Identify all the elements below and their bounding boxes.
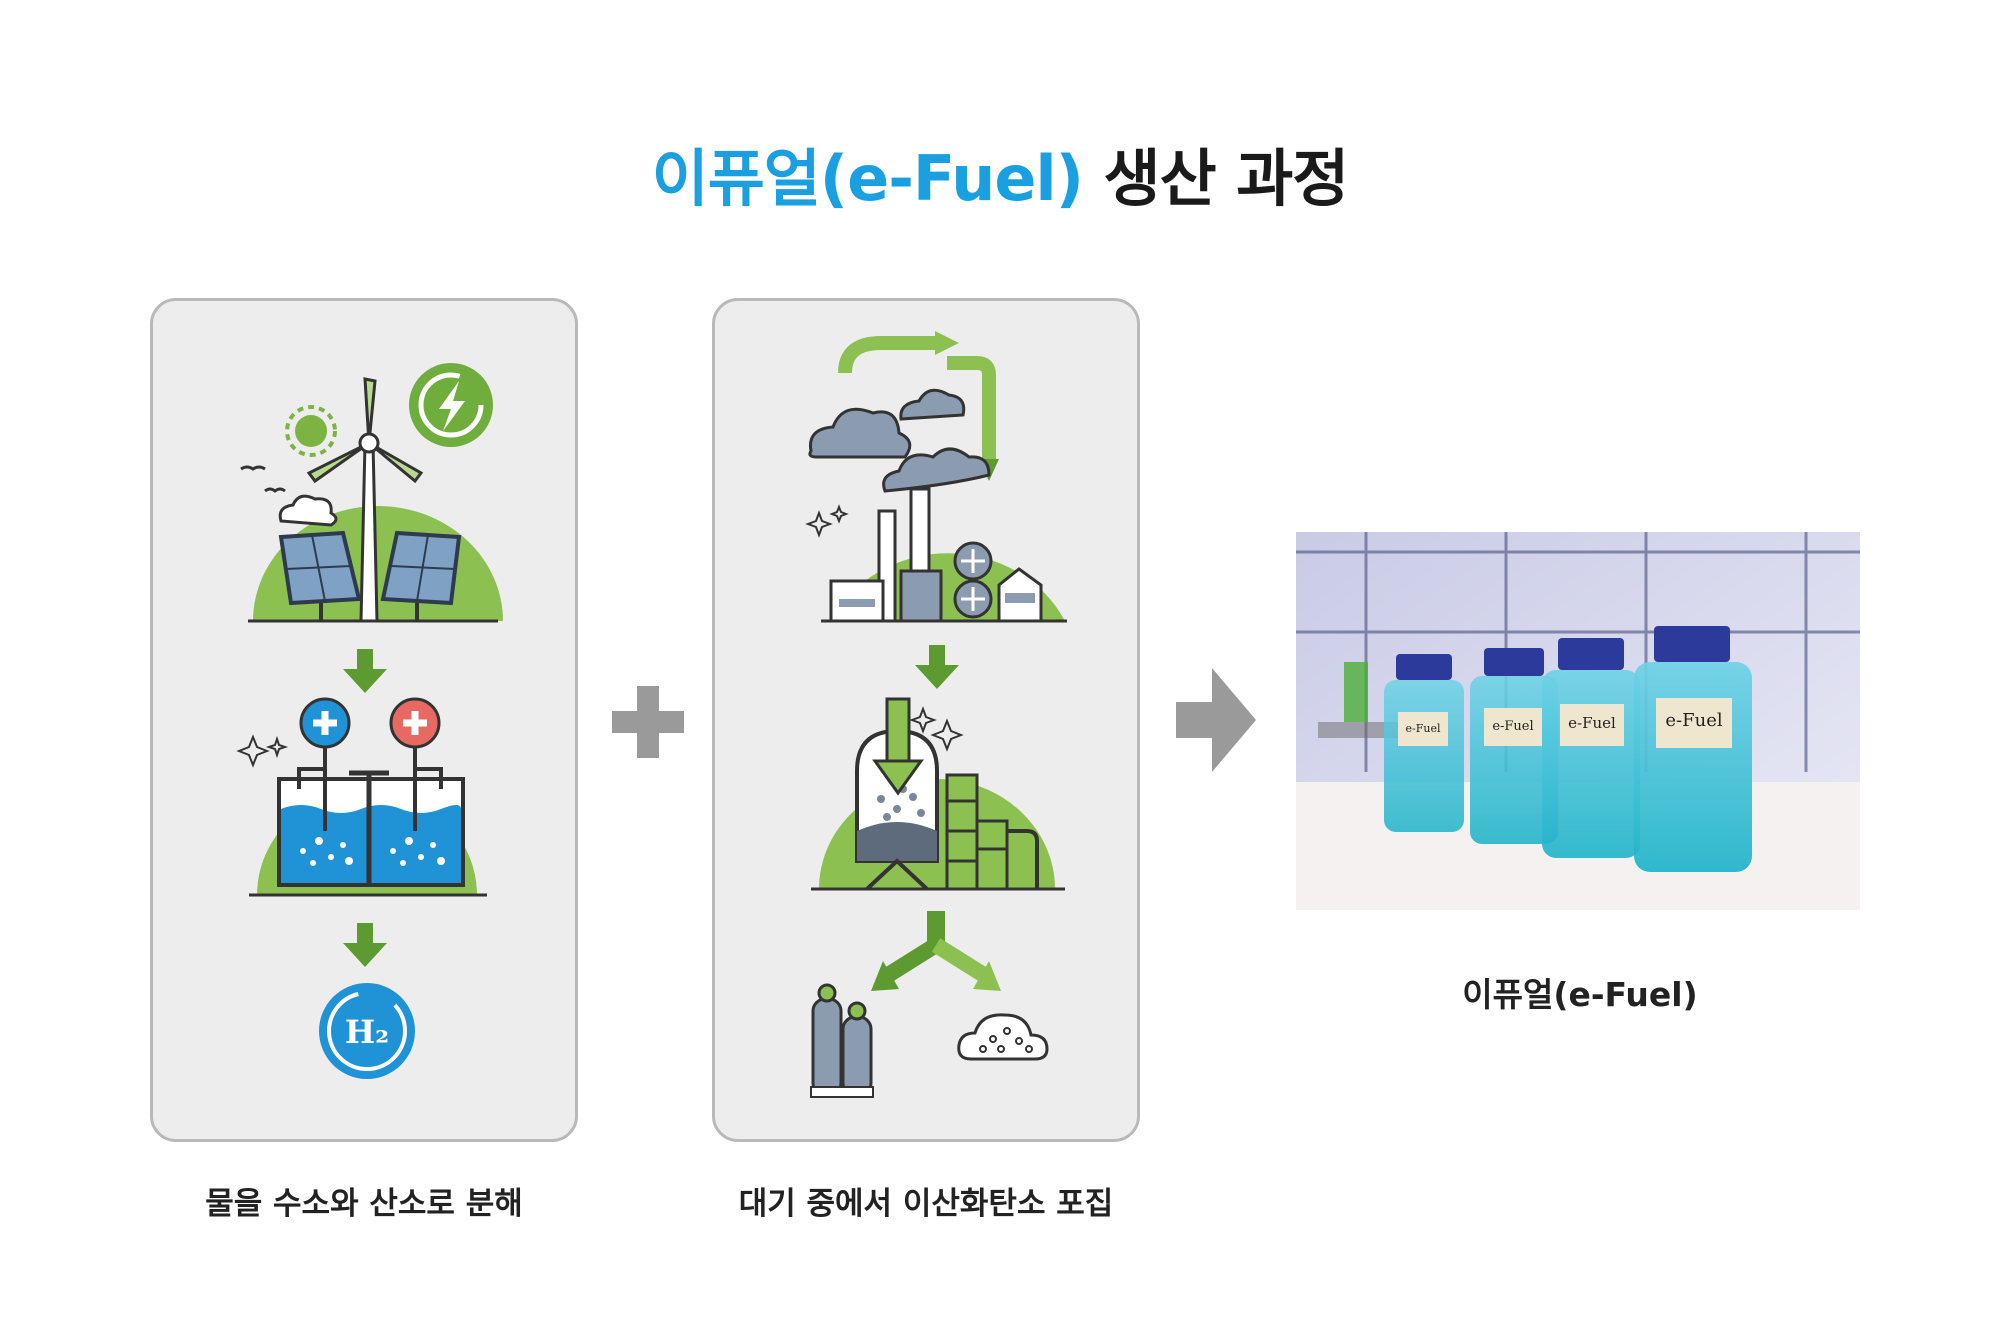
step1-caption: 물을 수소와 산소로 분해 xyxy=(205,1186,523,1222)
down-arrow-icon xyxy=(343,923,387,967)
bottle-label: e-Fuel xyxy=(1568,714,1616,732)
bottle-label: e-Fuel xyxy=(1492,719,1533,734)
down-arrow-icon xyxy=(343,649,387,693)
wind-turbine-icon xyxy=(306,377,424,623)
electrolysis-panel: H₂ xyxy=(150,298,578,1142)
bottle-label: e-Fuel xyxy=(1665,710,1722,731)
solar-panel-icon xyxy=(278,530,462,621)
efuel-bottle: e-Fuel xyxy=(1542,638,1640,858)
down-arrow-icon xyxy=(915,645,959,689)
efuel-bottle: e-Fuel xyxy=(1634,626,1752,872)
cloud-icon xyxy=(278,494,338,527)
energy-icon xyxy=(409,363,493,447)
co2-capture-icon xyxy=(811,697,1065,891)
efuel-bottle: e-Fuel xyxy=(1470,648,1558,844)
right-arrow-icon xyxy=(1176,668,1256,772)
co2-capture-panel xyxy=(712,298,1140,1142)
gas-cylinder-icon xyxy=(810,983,874,1098)
particle-cloud-icon xyxy=(957,1013,1049,1061)
split-arrow-icon xyxy=(871,911,1001,991)
page-title-rest: 생산 과정 xyxy=(1082,142,1350,215)
page-title-accent: 이퓨얼(e-Fuel) xyxy=(651,142,1084,215)
plus-icon xyxy=(612,686,684,758)
bottle-label: e-Fuel xyxy=(1406,722,1441,735)
sun-icon xyxy=(285,405,337,457)
renewable-energy-scene xyxy=(240,363,503,623)
hydrogen-label: H₂ xyxy=(345,1013,389,1051)
result-caption: 이퓨얼(e-Fuel) xyxy=(1462,975,1698,1014)
page-title: 이퓨얼(e-Fuel) 생산 과정 xyxy=(0,128,2000,218)
hydrogen-icon: H₂ xyxy=(319,983,415,1079)
factory-icon xyxy=(805,331,1067,623)
efuel-bottle: e-Fuel xyxy=(1384,654,1464,832)
efuel-bottles-photo: e-Fuel e-Fuel e-Fuel e-Fuel xyxy=(1296,532,1860,910)
step2-caption: 대기 중에서 이산화탄소 포집 xyxy=(738,1186,1114,1222)
electrolysis-icon xyxy=(236,697,487,897)
